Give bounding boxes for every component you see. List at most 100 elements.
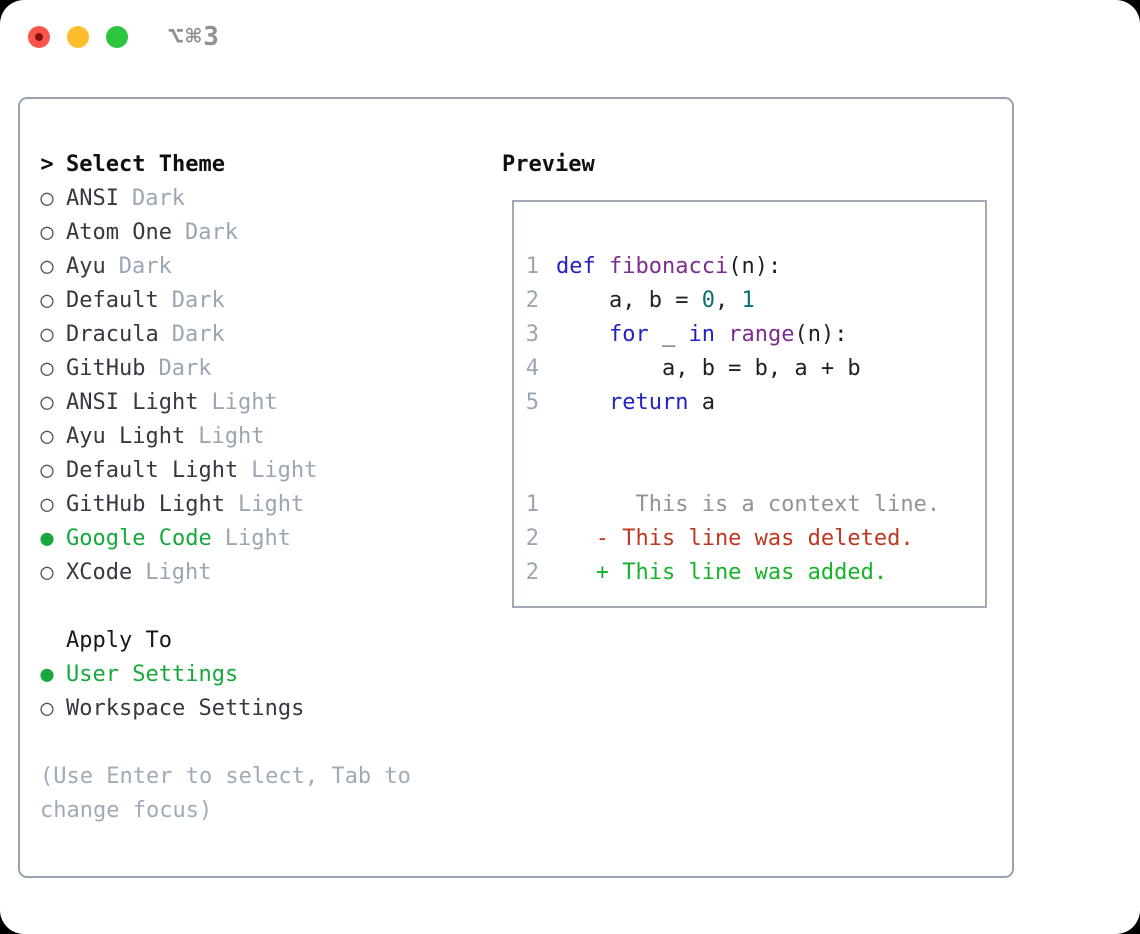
unsaved-dot-icon xyxy=(35,33,43,41)
theme-option-default-light[interactable]: ○ Default Light Light xyxy=(40,454,502,488)
theme-variant-tag: Light xyxy=(224,526,291,551)
line-text: for _ in range(n): xyxy=(608,322,848,347)
line-text: - This line was deleted. xyxy=(556,526,914,551)
theme-option-ayu[interactable]: ○ Ayu Dark xyxy=(40,250,502,284)
apply-option-workspace-settings[interactable]: ○ Workspace Settings xyxy=(40,692,502,726)
radio-icon: ○ xyxy=(40,696,54,721)
line-text: This is a context line. xyxy=(556,492,941,517)
line-text: + This line was added. xyxy=(556,560,888,585)
theme-variant-tag: Light xyxy=(198,424,265,449)
radio-icon: ○ xyxy=(40,322,54,347)
radio-icon: ○ xyxy=(40,492,54,517)
theme-variant-tag: Dark xyxy=(184,220,238,245)
theme-variant-tag: Dark xyxy=(171,288,225,313)
apply-to-list: ● User Settings ○ Workspace Settings xyxy=(40,658,502,726)
select-theme-title: Select Theme xyxy=(66,152,225,177)
code-line: 4 a, b = b, a + b xyxy=(514,352,985,386)
minimize-button[interactable] xyxy=(67,26,89,48)
theme-option-github-light[interactable]: ○ GitHub Light Light xyxy=(40,488,502,522)
help-text: (Use Enter to select, Tab to change focu… xyxy=(40,764,411,823)
theme-name: Google Code xyxy=(66,526,212,551)
theme-variant-tag: Light xyxy=(237,492,305,517)
theme-name: Ayu xyxy=(66,254,106,279)
theme-variant-tag: Light xyxy=(145,560,212,585)
blank-line xyxy=(514,420,985,454)
theme-name: Ayu Light xyxy=(66,424,186,449)
radio-icon: ○ xyxy=(40,186,54,211)
apply-option-user-settings[interactable]: ● User Settings xyxy=(40,658,502,692)
theme-option-ansi[interactable]: ○ ANSI Dark xyxy=(40,182,502,216)
zoom-button[interactable] xyxy=(106,26,128,48)
line-number: 3 xyxy=(525,322,539,347)
line-number: 1 xyxy=(525,254,539,279)
line-number: 5 xyxy=(525,390,539,415)
theme-option-atom-one[interactable]: ○ Atom One Dark xyxy=(40,216,502,250)
close-button[interactable] xyxy=(28,26,50,48)
spacer xyxy=(40,590,502,624)
code-line: 3 for _ in range(n): xyxy=(514,318,985,352)
theme-name: GitHub Light xyxy=(66,492,225,517)
apply-to-header: Apply To xyxy=(40,624,502,658)
code-line: 5 return a xyxy=(514,386,985,420)
radio-icon: ○ xyxy=(40,288,54,313)
theme-option-github[interactable]: ○ GitHub Dark xyxy=(40,352,502,386)
theme-variant-tag: Dark xyxy=(131,186,185,211)
theme-variant-tag: Light xyxy=(211,390,278,415)
apply-option-label: Workspace Settings xyxy=(66,696,305,721)
theme-name: ANSI Light xyxy=(66,390,199,415)
theme-name: ANSI xyxy=(66,186,119,211)
line-number: 2 xyxy=(525,288,539,313)
apply-option-label: User Settings xyxy=(66,662,239,687)
titlebar: ⌥⌘3 xyxy=(0,0,1140,74)
line-number: 2 xyxy=(525,560,539,585)
code-line: 2 a, b = 0, 1 xyxy=(514,284,985,318)
diff-added-line: 2 + This line was added. xyxy=(514,556,985,590)
line-text: def fibonacci(n): xyxy=(556,254,782,279)
theme-option-default[interactable]: ○ Default Dark xyxy=(40,284,502,318)
line-number: 1 xyxy=(525,492,539,517)
focus-caret-icon: > xyxy=(40,152,54,177)
preview-title: Preview xyxy=(502,152,595,177)
radio-icon: ○ xyxy=(40,424,54,449)
theme-name: Atom One xyxy=(66,220,172,245)
select-theme-header: > Select Theme xyxy=(40,148,502,182)
radio-selected-icon: ● xyxy=(40,662,54,687)
theme-name: Default Light xyxy=(66,458,239,483)
theme-variant-tag: Dark xyxy=(118,254,172,279)
code-line: 1 def fibonacci(n): xyxy=(514,250,985,284)
theme-name: Default xyxy=(66,288,159,313)
theme-name: Dracula xyxy=(66,322,159,347)
theme-option-ansi-light[interactable]: ○ ANSI Light Light xyxy=(40,386,502,420)
line-text: return a xyxy=(608,390,715,415)
line-text: a, b = b, a + b xyxy=(556,356,861,381)
line-text: a, b = 0, 1 xyxy=(556,288,755,313)
window-title: ⌥⌘3 xyxy=(168,22,221,52)
theme-option-ayu-light[interactable]: ○ Ayu Light Light xyxy=(40,420,502,454)
diff-deleted-line: 2 - This line was deleted. xyxy=(514,522,985,556)
radio-icon: ○ xyxy=(40,356,54,381)
radio-icon: ○ xyxy=(40,220,54,245)
apply-to-title: Apply To xyxy=(66,628,172,653)
radio-icon: ○ xyxy=(40,390,54,415)
radio-icon: ○ xyxy=(40,560,54,585)
radio-icon: ○ xyxy=(40,458,54,483)
theme-option-xcode[interactable]: ○ XCode Light xyxy=(40,556,502,590)
theme-name: GitHub xyxy=(66,356,146,381)
radio-selected-icon: ● xyxy=(40,526,54,551)
theme-name: XCode xyxy=(66,560,133,585)
radio-icon: ○ xyxy=(40,254,54,279)
indent-spacer xyxy=(40,624,54,658)
theme-option-google-code[interactable]: ● Google Code Light xyxy=(40,522,502,556)
theme-variant-tag: Light xyxy=(251,458,318,483)
line-number: 4 xyxy=(525,356,539,381)
theme-variant-tag: Dark xyxy=(171,322,225,347)
theme-variant-tag: Dark xyxy=(158,356,212,381)
diff-context-line: 1 This is a context line. xyxy=(514,488,985,522)
theme-option-dracula[interactable]: ○ Dracula Dark xyxy=(40,318,502,352)
